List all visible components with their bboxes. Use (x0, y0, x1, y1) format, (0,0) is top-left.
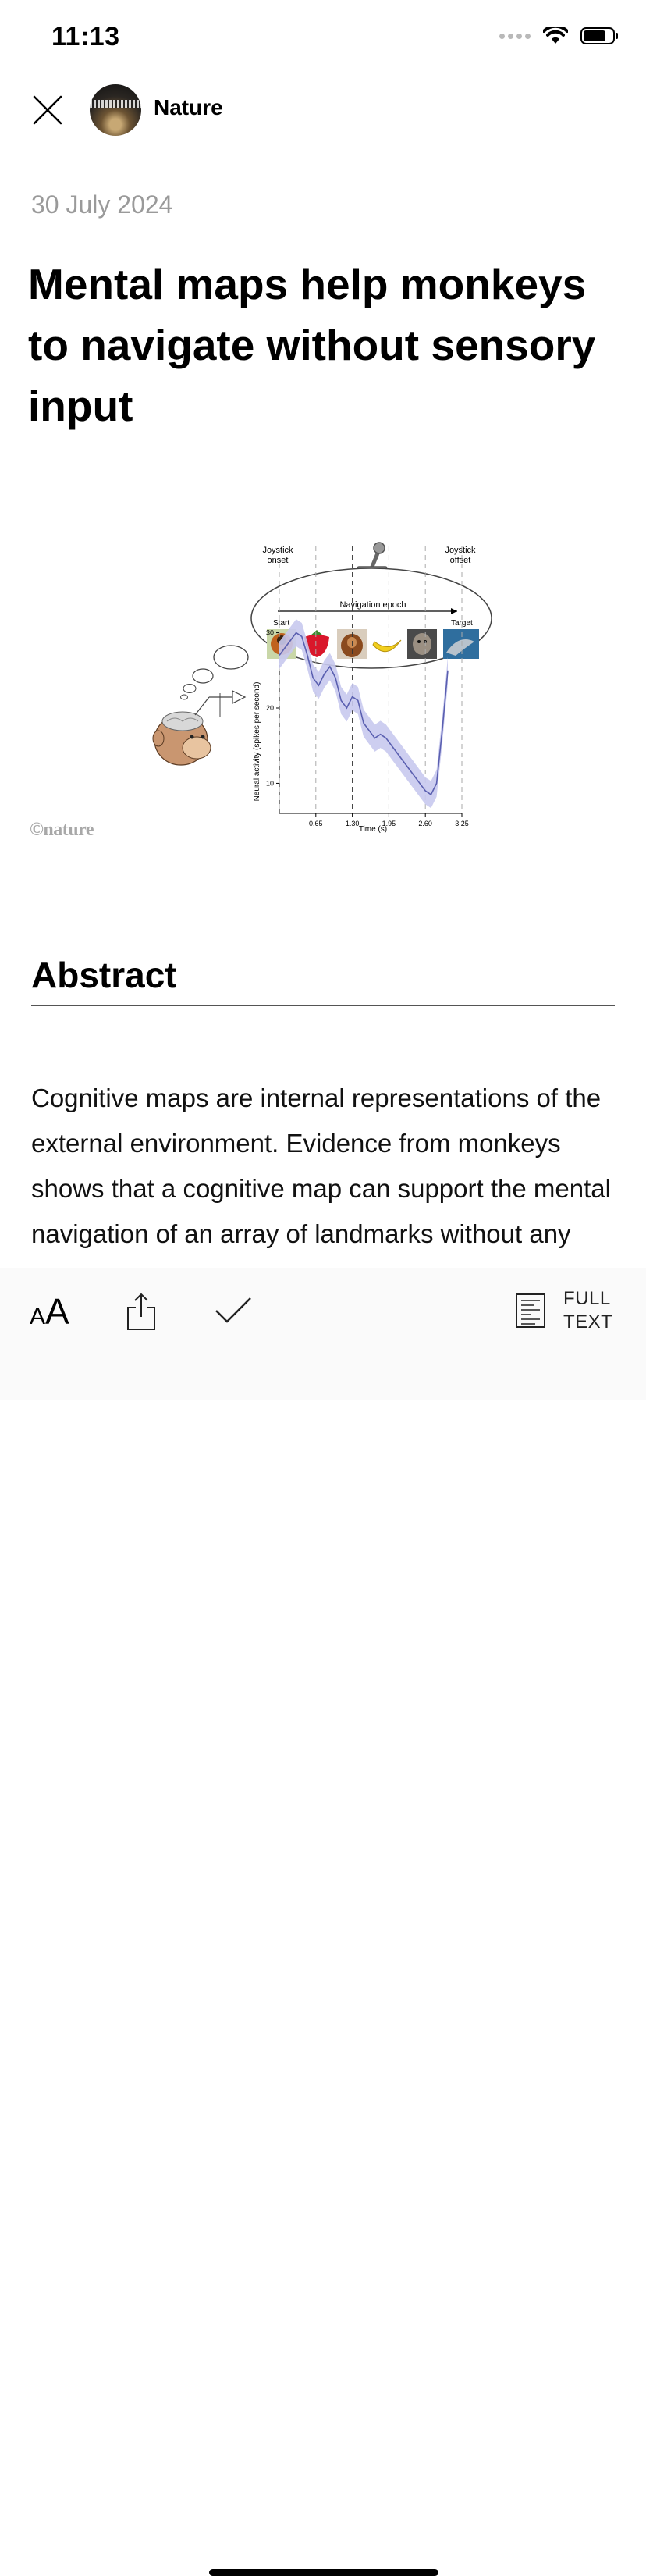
chart-y-label: Neural activity (spikes per second) (253, 682, 261, 802)
y-tick-label: 10 (266, 779, 274, 787)
abstract-heading: Abstract (31, 955, 177, 995)
abstract-divider (31, 1005, 615, 1006)
start-label: Start (273, 619, 289, 628)
strawberry-image (304, 630, 329, 657)
publisher-name[interactable]: Nature (154, 95, 223, 119)
nature-watermark: ©nature (30, 820, 94, 840)
home-indicator (209, 2569, 438, 2576)
joystick-onset-label-1: Joystick (262, 546, 293, 555)
article-title: Mental maps help monkeys to navigate wit… (28, 260, 596, 430)
font-big-label: A (45, 1291, 69, 1332)
font-small-label: A (30, 1304, 46, 1329)
full-text-label: FULL TEXT (563, 1287, 612, 1334)
article-date: 30 July 2024 (31, 190, 173, 219)
monkey-head-icon (152, 690, 247, 766)
y-tick-label: 20 (266, 704, 274, 712)
series-band (279, 619, 448, 809)
full-text-line-2: TEXT (563, 1311, 613, 1332)
status-icons (499, 27, 619, 45)
banana-image (372, 639, 402, 653)
joystick-onset-label-2: onset (268, 556, 289, 565)
status-time: 11:13 (51, 22, 120, 52)
x-tick-label: 0.65 (309, 820, 323, 827)
article-figure: Joystick onset Joystick offset Navigatio… (0, 531, 646, 843)
joystick-offset-label-2: offset (450, 556, 471, 565)
close-icon[interactable] (30, 92, 66, 128)
neural-activity-chart: 0.65 1.30 1.95 2.60 3.25 10 20 30 (266, 546, 469, 827)
full-text-line-1: FULL (563, 1288, 611, 1309)
landmark-images (267, 629, 479, 659)
full-text-button[interactable]: FULL TEXT (515, 1287, 612, 1334)
joystick-offset-label-1: Joystick (445, 546, 476, 555)
bottom-toolbar: AA FULL TEXT (0, 1268, 646, 2576)
navigation-epoch-label: Navigation epoch (339, 600, 406, 610)
status-bar: 11:13 (0, 0, 646, 78)
target-label: Target (451, 619, 473, 628)
share-icon[interactable] (126, 1292, 156, 1331)
series-line (279, 632, 449, 796)
check-icon[interactable] (214, 1295, 253, 1326)
publisher-avatar[interactable] (90, 84, 141, 136)
abstract-text: Cognitive maps are internal representati… (31, 1083, 611, 1271)
y-tick-label: 30 (266, 629, 274, 637)
nav-bar: Nature (0, 78, 646, 156)
x-tick-label: 2.60 (418, 820, 432, 827)
signal-icon (499, 33, 531, 39)
x-tick-label: 1.30 (346, 820, 360, 827)
x-tick-label: 1.95 (382, 820, 396, 827)
font-size-button[interactable]: AA (30, 1290, 69, 1337)
document-icon (516, 1293, 545, 1328)
battery-icon (580, 27, 618, 44)
figure-illustration: Joystick onset Joystick offset Navigatio… (152, 542, 492, 834)
chart-x-label: Time (s) (359, 825, 387, 834)
wifi-icon (543, 27, 568, 44)
x-tick-label: 3.25 (455, 820, 469, 827)
